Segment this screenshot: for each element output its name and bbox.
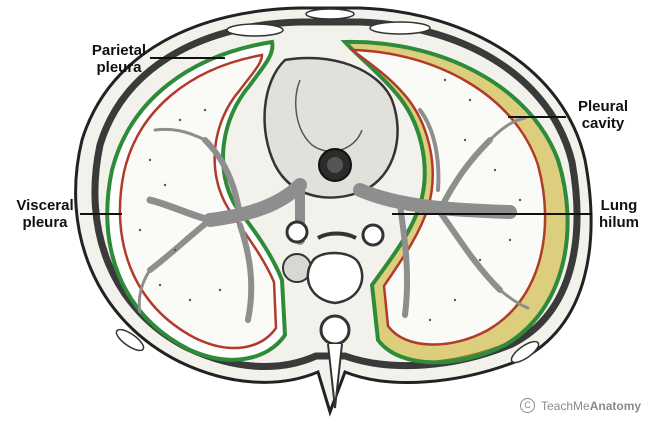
rib-highlight — [227, 24, 283, 36]
right-bronchus — [363, 225, 383, 245]
copyright-icon: C — [520, 398, 535, 413]
lung-hilum-label-line1: Lung — [590, 197, 648, 214]
credit-brand-regular: TeachMe — [541, 399, 590, 413]
vertebral-body — [308, 253, 362, 303]
visceral-pleura-label: Visceral pleura — [6, 197, 84, 231]
parietal-pleura-label-line2: pleura — [78, 59, 160, 76]
teachmeanatomy-credit: C TeachMeAnatomy — [520, 398, 641, 413]
spinal-canal — [321, 316, 349, 344]
pleural-cavity-label: Pleural cavity — [565, 98, 641, 132]
pleural-cavity-label-line2: cavity — [565, 115, 641, 132]
credit-brand-bold: Anatomy — [590, 399, 641, 413]
rib-highlight — [370, 22, 430, 34]
parietal-pleura-label-line1: Parietal — [78, 42, 160, 59]
rib-highlight — [306, 9, 354, 19]
aorta-lumen — [327, 157, 343, 173]
left-bronchus — [287, 222, 307, 242]
lung-hilum-label: Lung hilum — [590, 197, 648, 231]
visceral-pleura-label-line2: pleura — [6, 214, 84, 231]
pleural-cavity-label-line1: Pleural — [565, 98, 641, 115]
visceral-pleura-label-line1: Visceral — [6, 197, 84, 214]
credit-text: TeachMeAnatomy — [541, 399, 641, 413]
parietal-pleura-label: Parietal pleura — [78, 42, 160, 76]
lung-hilum-label-line2: hilum — [590, 214, 648, 231]
